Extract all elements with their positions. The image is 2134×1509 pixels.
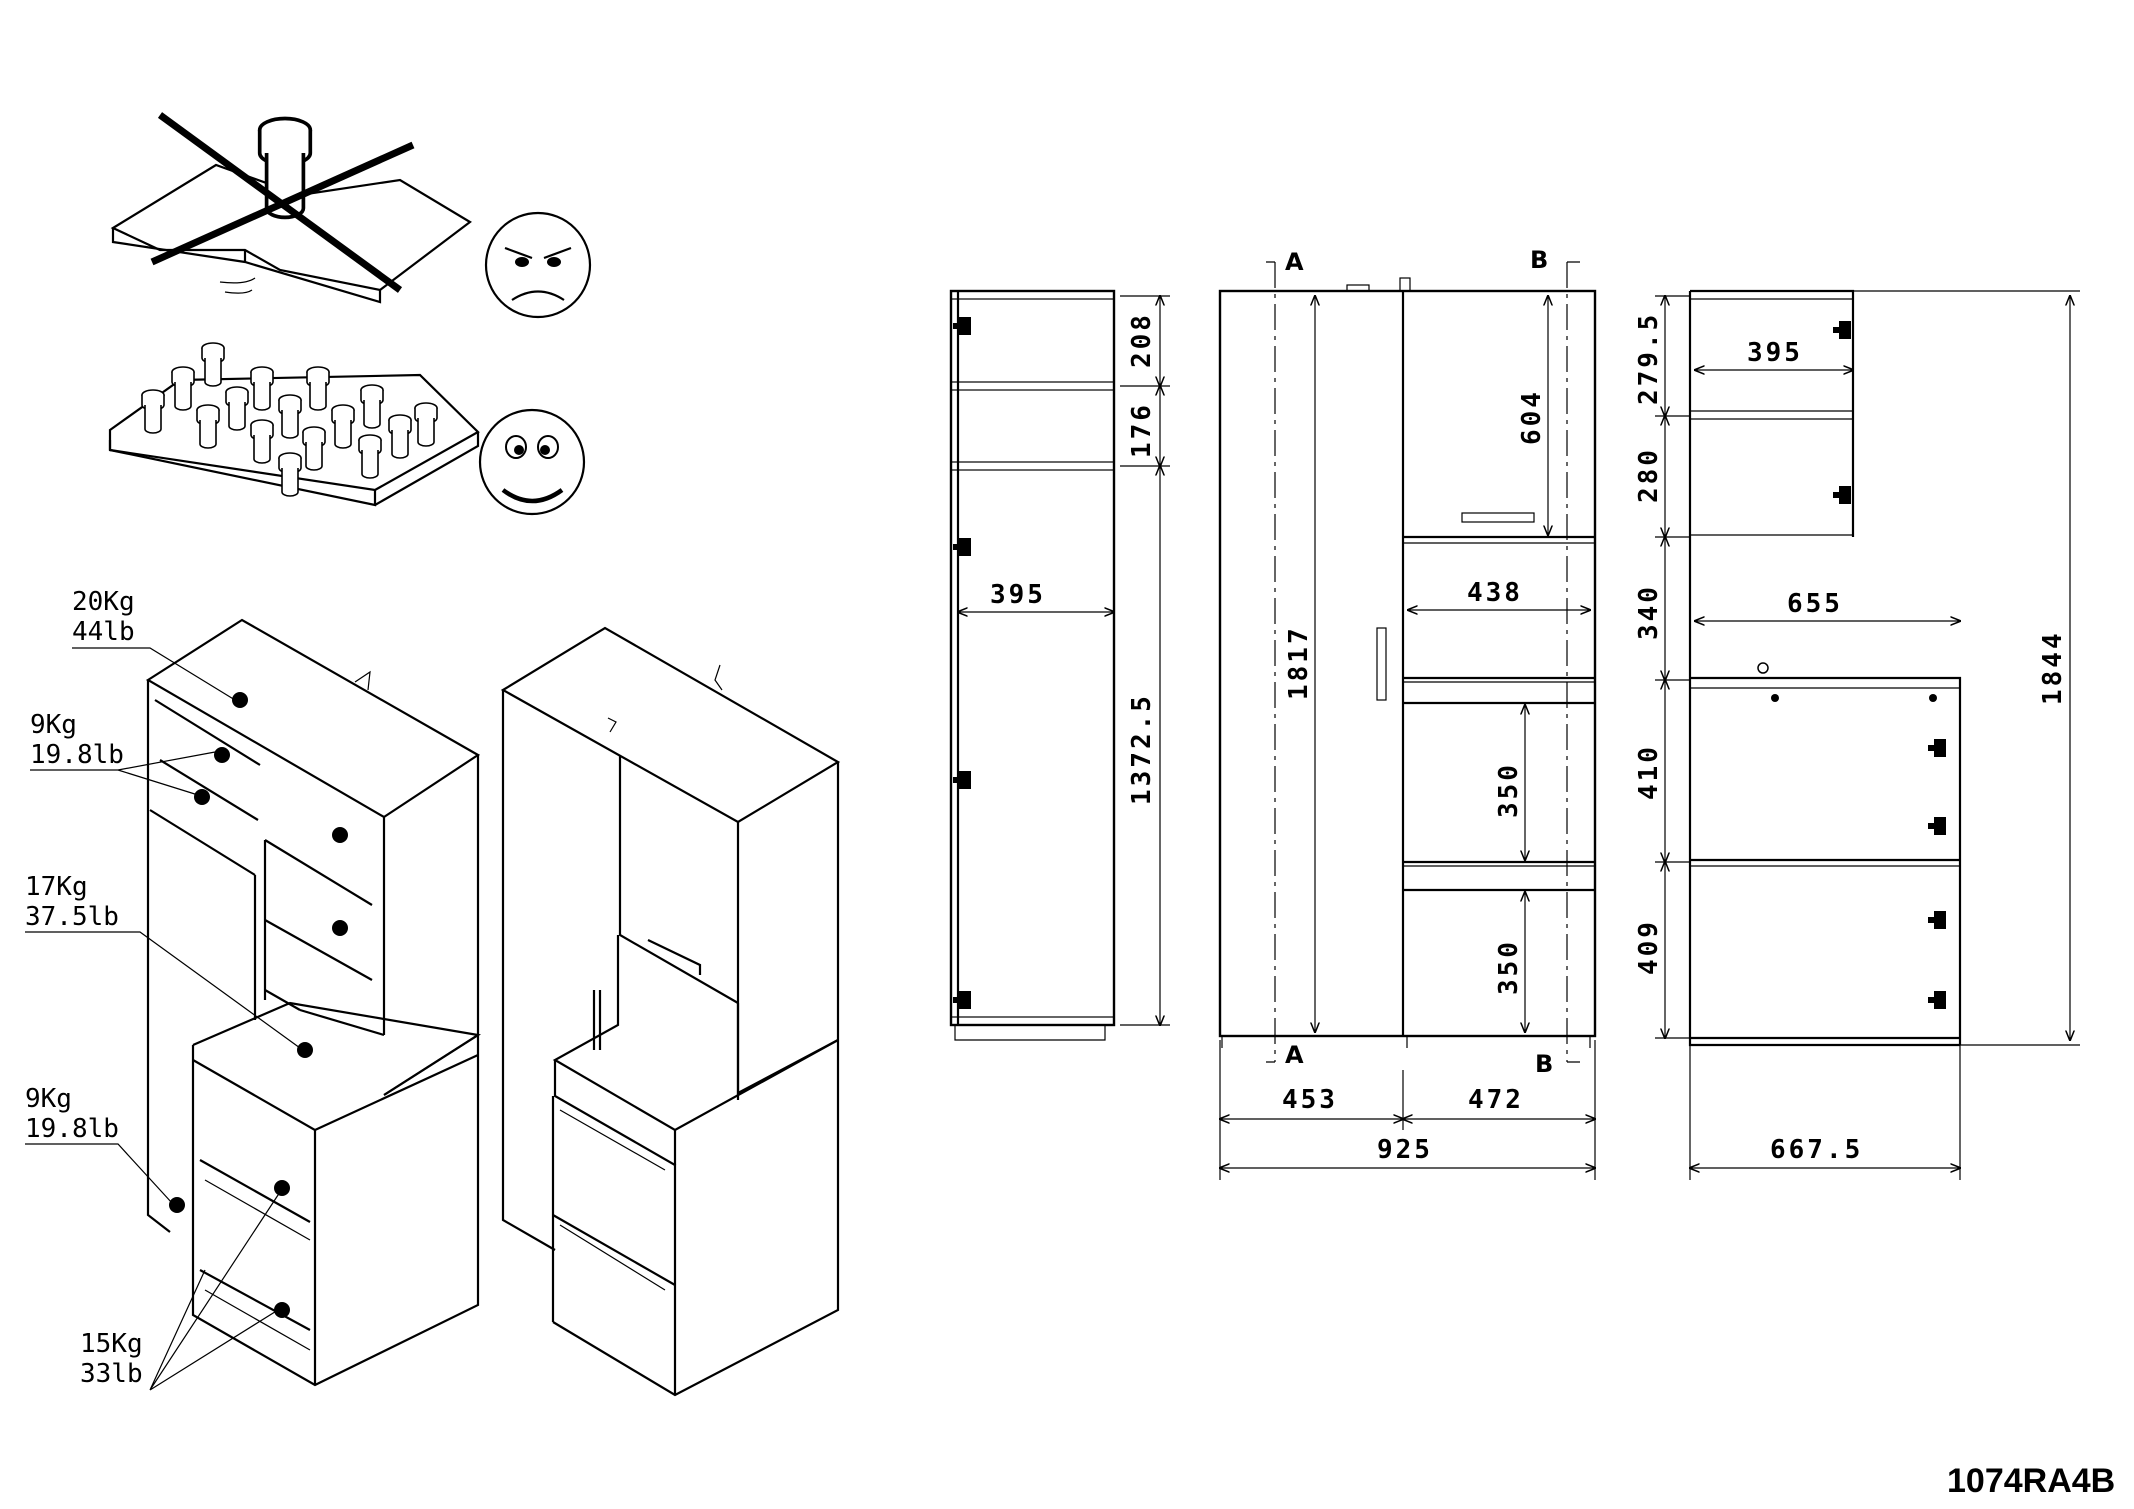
dim-door-top: 604 [1517, 389, 1547, 445]
dim-h4: 410 [1634, 744, 1664, 800]
dim-total-height: 1844 [2038, 630, 2068, 705]
cabinet-load-isometric [145, 618, 481, 1387]
dim-h5: 409 [1634, 919, 1664, 975]
dim-h1: 279.5 [1634, 312, 1664, 405]
load-label-2: 9Kg 19.8lb [30, 710, 216, 796]
document-code: 1074RA4B [1947, 1462, 2115, 1500]
dim-depth-total: 667.5 [1770, 1135, 1863, 1165]
dim-h2: 280 [1634, 447, 1664, 503]
load-label-3: 17Kg 37.5lb [25, 872, 301, 1049]
dim-h3: 340 [1634, 584, 1664, 640]
load-kg: 17Kg [25, 872, 88, 902]
load-kg: 9Kg [30, 710, 77, 740]
distributed-load-illustration [108, 342, 480, 507]
section-marker-a: A [1285, 1041, 1304, 1069]
dim-h2: 176 [1127, 402, 1157, 458]
dim-width-left: 453 [1282, 1085, 1338, 1115]
section-marker-b: B [1535, 1050, 1553, 1078]
dim-niche-width: 438 [1467, 578, 1523, 608]
side-view-right: 395 655 279.5 280 340 410 409 1844 667.5 [1634, 289, 2080, 1180]
front-view: A B A B 1817 604 438 350 350 453 472 925 [1218, 246, 1597, 1180]
dim-h1: 208 [1127, 312, 1157, 368]
load-lb: 44lb [72, 617, 135, 647]
dim-drawer2: 350 [1494, 939, 1524, 995]
cabinet-closed-isometric [500, 626, 841, 1397]
load-kg: 20Kg [72, 587, 135, 617]
section-marker-a: A [1285, 248, 1304, 276]
load-label-4: 9Kg 19.8lb [25, 1084, 173, 1204]
load-lb: 19.8lb [25, 1114, 119, 1144]
load-kg: 15Kg [80, 1329, 143, 1359]
dim-width-total: 925 [1377, 1135, 1433, 1165]
load-kg: 9Kg [25, 1084, 72, 1114]
dim-depth-top: 395 [1747, 338, 1803, 368]
dim-depth: 395 [990, 580, 1046, 610]
dim-depth-mid: 655 [1787, 589, 1843, 619]
load-lb: 19.8lb [30, 740, 124, 770]
overload-warning-illustration [110, 112, 472, 304]
load-lb: 33lb [80, 1359, 143, 1389]
section-marker-b: B [1530, 246, 1548, 274]
dim-width-right: 472 [1468, 1085, 1524, 1115]
dim-height-left: 1817 [1284, 625, 1314, 700]
angry-face-icon [484, 211, 592, 319]
dim-drawer1: 350 [1494, 762, 1524, 818]
load-label-5: 15Kg 33lb [80, 1191, 281, 1391]
dim-h3: 1372.5 [1127, 693, 1157, 805]
load-label-1: 20Kg 44lb [72, 587, 236, 701]
happy-face-icon [478, 408, 586, 516]
load-lb: 37.5lb [25, 902, 119, 932]
side-view-left: 395 208 176 1372.5 [949, 289, 1170, 1041]
